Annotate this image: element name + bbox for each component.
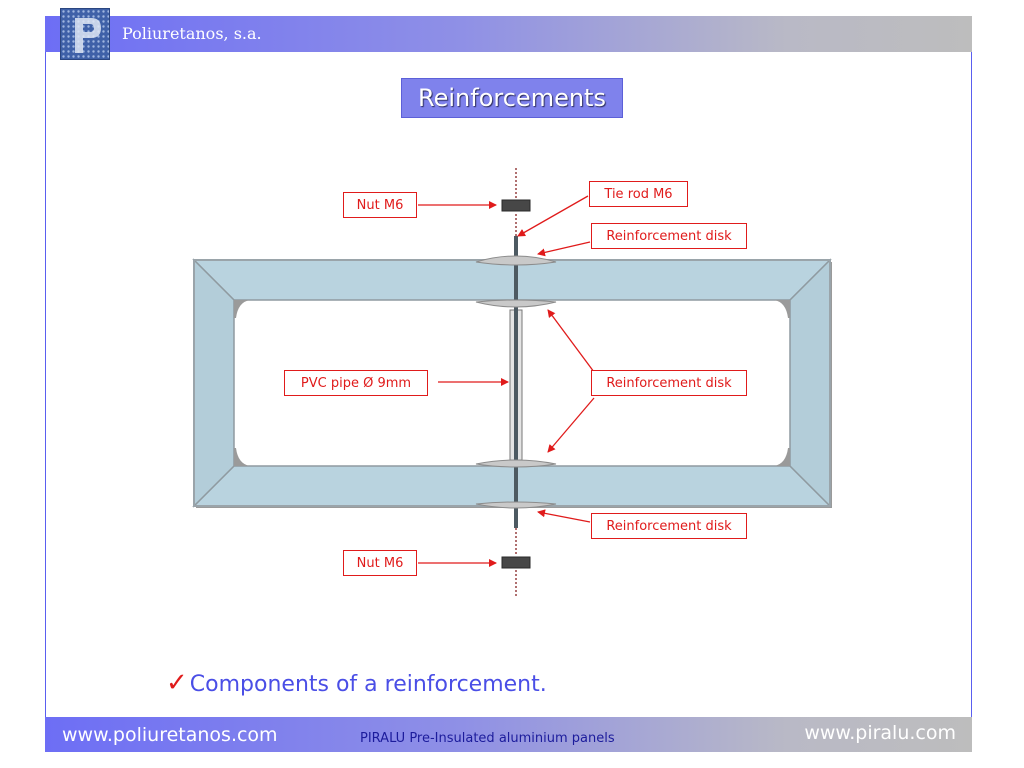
leader-arrows [418, 195, 595, 567]
label-nut-bottom: Nut M6 [343, 550, 417, 576]
header-bar [45, 16, 972, 52]
slide-frame [45, 16, 972, 752]
label-nut-top: Nut M6 [343, 192, 417, 218]
footer-bar [45, 717, 972, 752]
caption-text: Components of a reinforcement. [189, 672, 547, 697]
checkmark-icon: ✓ [166, 668, 188, 698]
nut-bottom [501, 556, 531, 569]
caption: ✓ Components of a reinforcement. [166, 668, 547, 698]
company-name: Poliuretanos, s.a. [122, 24, 262, 43]
label-reinforcement-disk-middle: Reinforcement disk [591, 370, 747, 396]
tie-rod [514, 236, 518, 528]
company-logo [60, 8, 110, 60]
footer-tagline: PIRALU Pre-Insulated aluminium panels [360, 731, 615, 746]
reinforcement-disks [475, 255, 557, 509]
footer-link-poliuretanos[interactable]: www.poliuretanos.com [62, 724, 278, 746]
slide-title: Reinforcements [401, 78, 623, 118]
label-reinforcement-disk-top: Reinforcement disk [591, 223, 747, 249]
nut-top [501, 199, 531, 212]
label-pvc-pipe: PVC pipe Ø 9mm [284, 370, 428, 396]
footer-link-piralu[interactable]: www.piralu.com [804, 722, 956, 744]
label-tie-rod: Tie rod M6 [589, 181, 688, 207]
label-reinforcement-disk-bottom: Reinforcement disk [591, 513, 747, 539]
